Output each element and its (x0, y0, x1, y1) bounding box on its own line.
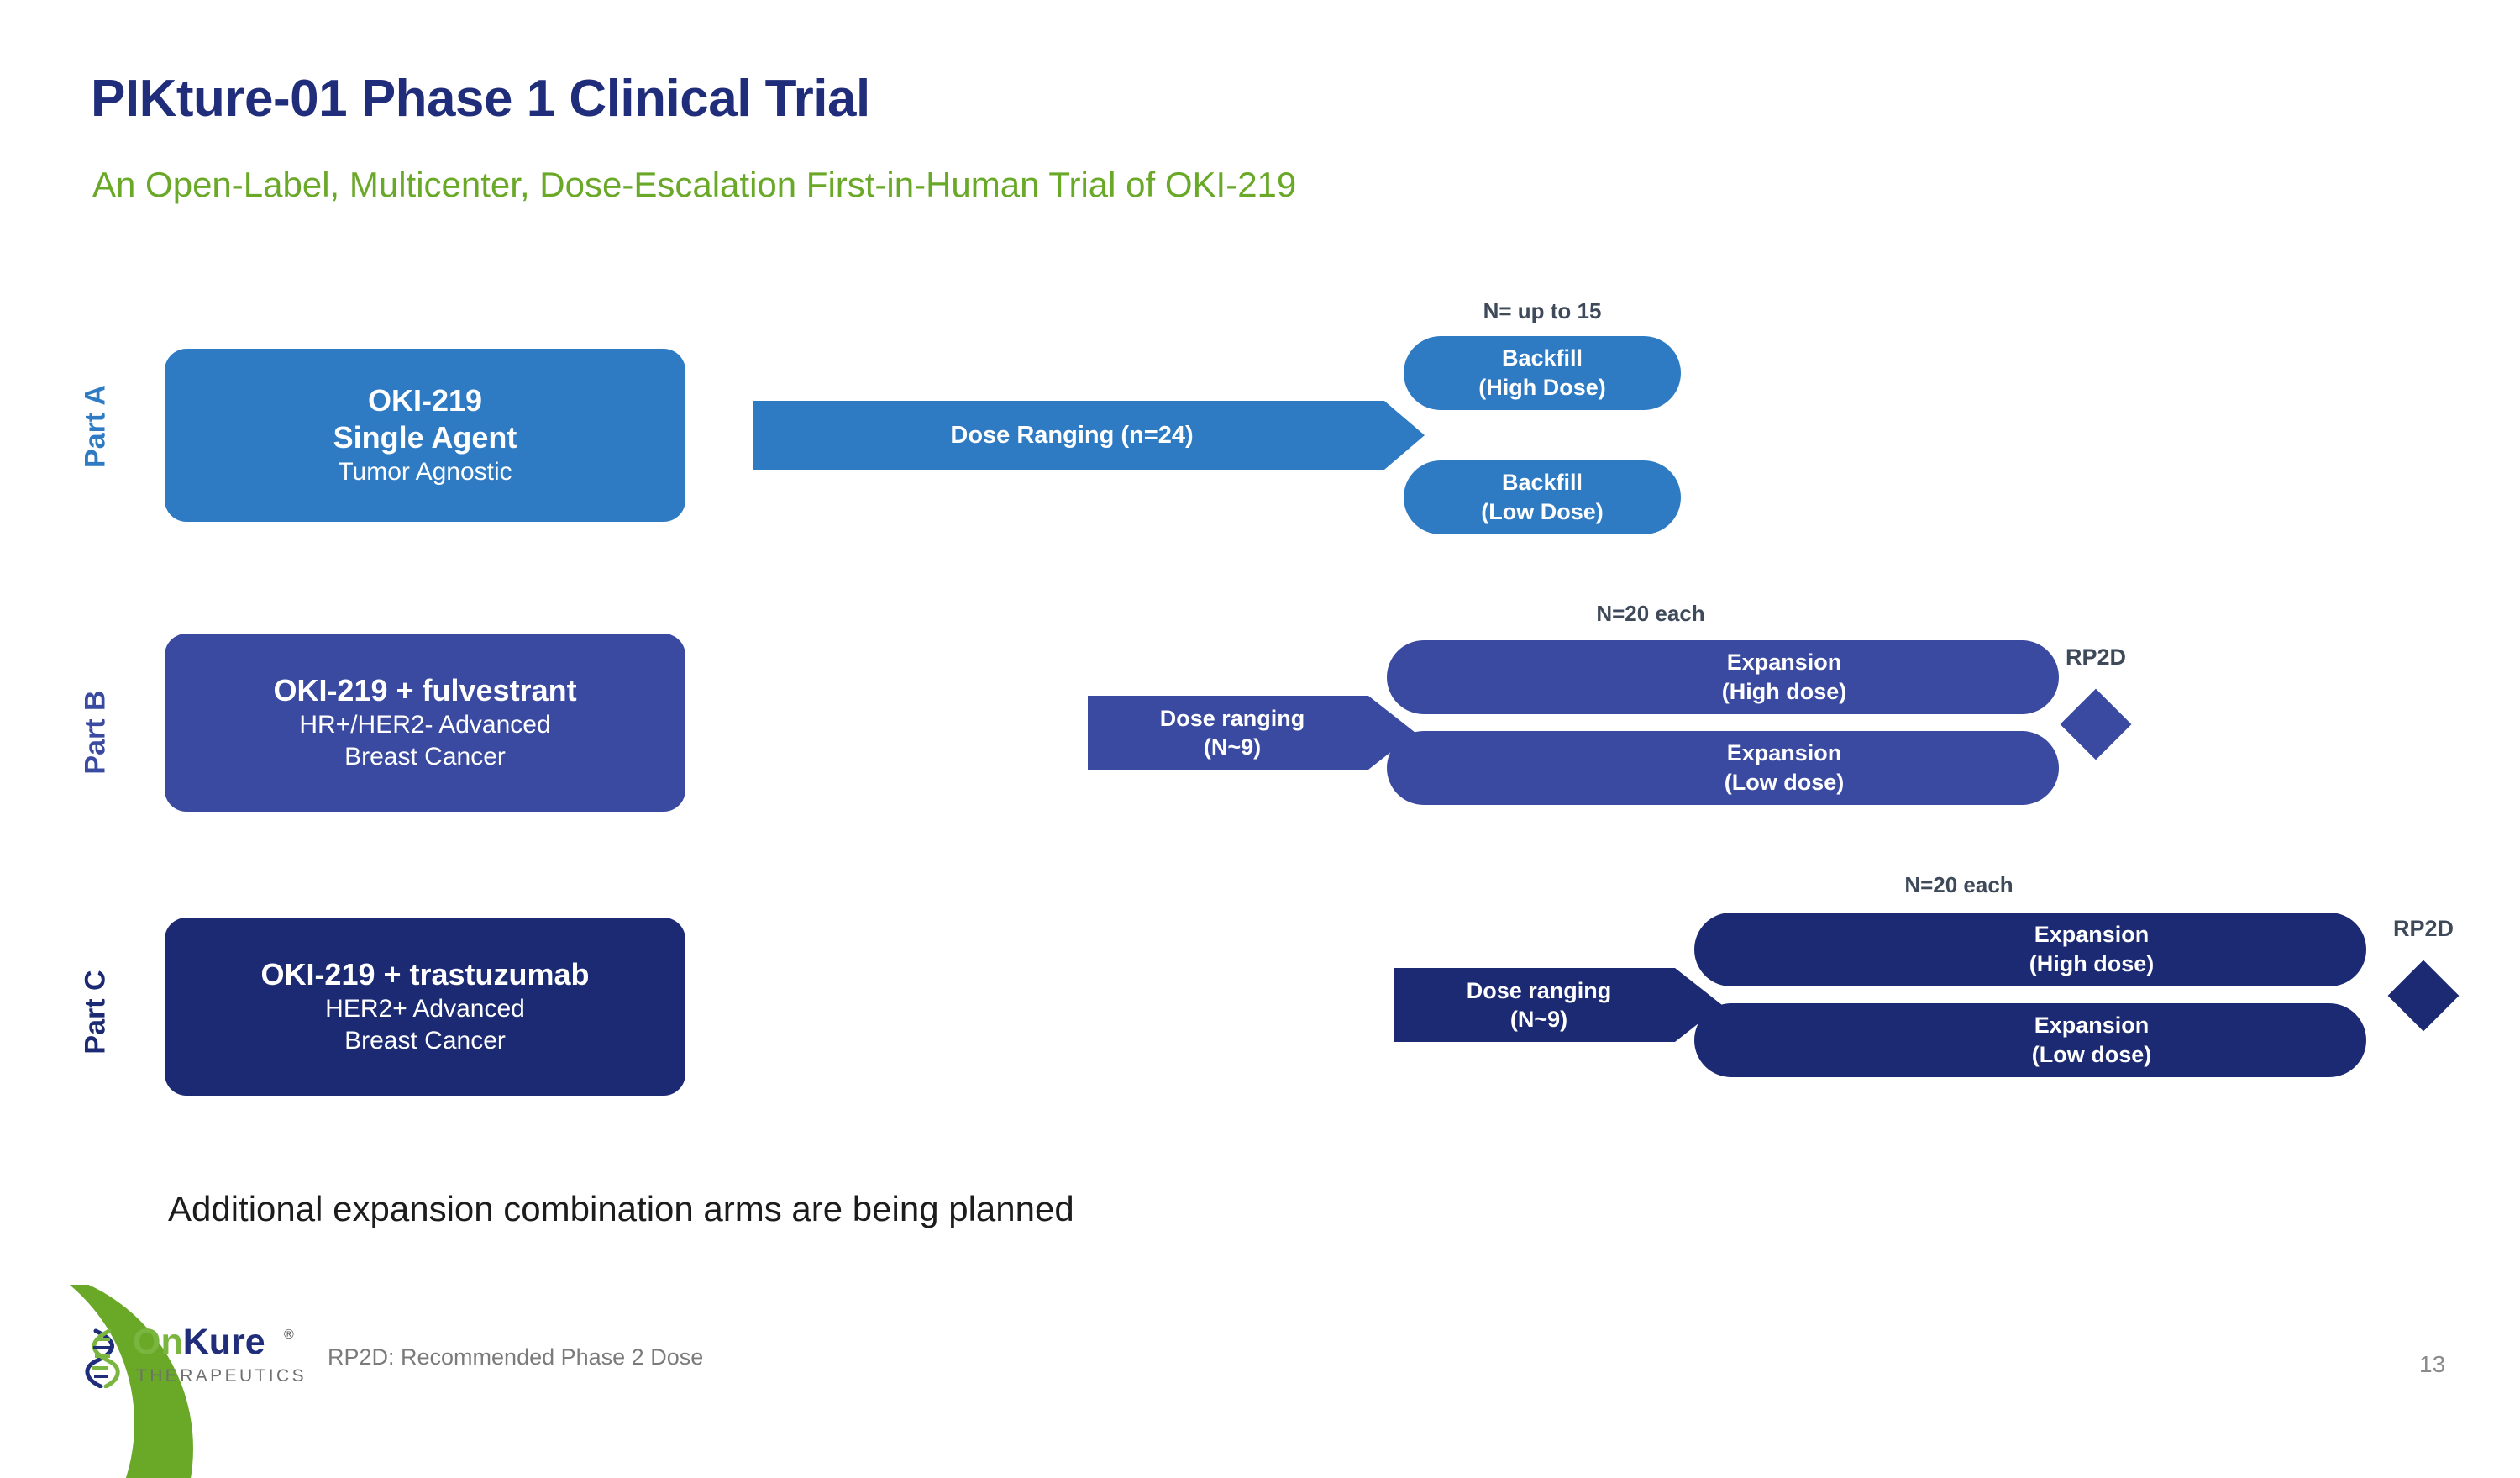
pill-b-high-line2: (High dose) (1721, 679, 1847, 704)
page-number: 13 (2419, 1351, 2446, 1377)
arm-box-part-b[interactable]: OKI-219 + fulvestrant HR+/HER2- Advanced… (165, 634, 685, 812)
logo-tagline: THERAPEUTICS (136, 1366, 307, 1386)
arm-box-part-a[interactable]: OKI-219 Single Agent Tumor Agnostic (165, 349, 685, 522)
expansion-low-dose-part-c[interactable]: Expansion (Low dose) (1694, 1003, 2366, 1077)
pill-b-low-line2: (Low dose) (1724, 770, 1845, 795)
rp2d-diamond-icon-part-b (2060, 688, 2132, 760)
pill-c-high-line2: (High dose) (2029, 951, 2155, 976)
arm-b-subtitle-line2: Breast Cancer (344, 742, 506, 771)
dose-ranging-arrow-part-a[interactable]: Dose Ranging (n=24) (753, 401, 1425, 470)
dose-arrow-b-line1: Dose ranging (1159, 705, 1305, 731)
dose-arrow-a-label: Dose Ranging (n=24) (950, 421, 1194, 449)
onkure-logo: OnKure ® THERAPEUTICS (84, 1324, 307, 1390)
pill-a-high-line2: (High Dose) (1478, 375, 1606, 400)
expansion-low-dose-part-b[interactable]: Expansion (Low dose) (1387, 731, 2059, 805)
logo-wordmark: OnKure (133, 1324, 265, 1360)
page-title: PIKture-01 Phase 1 Clinical Trial (91, 70, 870, 128)
arm-a-title-line2: Single Agent (333, 419, 517, 455)
arm-b-subtitle-line1: HR+/HER2- Advanced (299, 710, 551, 739)
part-a-label: Part A (79, 385, 112, 468)
part-c-label: Part C (79, 970, 112, 1055)
pill-c-low-line2: (Low dose) (2031, 1042, 2152, 1067)
expansion-high-dose-part-c[interactable]: Expansion (High dose) (1694, 913, 2366, 986)
pill-b-low-line1: Expansion (1726, 739, 1842, 765)
arm-a-title-line1: OKI-219 (367, 382, 483, 418)
pill-b-high-line1: Expansion (1726, 649, 1842, 675)
arm-c-subtitle-line2: Breast Cancer (344, 1026, 506, 1055)
n-caption-part-a: N= up to 15 (1483, 298, 1602, 323)
arm-c-title: OKI-219 + trastuzumab (260, 956, 590, 991)
arm-b-title: OKI-219 + fulvestrant (273, 672, 577, 707)
arm-c-subtitle-line1: HER2+ Advanced (325, 994, 525, 1023)
rp2d-diamond-icon-part-c (2387, 960, 2460, 1032)
logo-word-on: On (133, 1322, 183, 1362)
dna-helix-icon (85, 1328, 120, 1388)
dose-ranging-arrow-part-b[interactable]: Dose ranging (N~9) (1088, 696, 1415, 770)
pill-a-low-line2: (Low Dose) (1481, 499, 1604, 524)
dose-arrow-c-line1: Dose ranging (1466, 977, 1612, 1003)
abbreviation-footnote: RP2D: Recommended Phase 2 Dose (328, 1344, 704, 1370)
n-caption-part-b: N=20 each (1596, 601, 1705, 626)
page-subtitle: An Open-Label, Multicenter, Dose-Escalat… (92, 165, 1297, 204)
dose-arrow-c-line2: (N~9) (1509, 1007, 1568, 1032)
pill-a-low-line1: Backfill (1501, 469, 1583, 495)
arm-box-part-c[interactable]: OKI-219 + trastuzumab HER2+ Advanced Bre… (165, 918, 685, 1096)
rp2d-label-part-c: RP2D (2392, 916, 2454, 941)
logo-word-kure: Kure (182, 1322, 265, 1362)
backfill-low-dose-part-a[interactable]: Backfill (Low Dose) (1404, 460, 1681, 534)
planned-arms-note: Additional expansion combination arms ar… (168, 1189, 1074, 1228)
rp2d-label-part-b: RP2D (2065, 644, 2127, 670)
registered-trademark-icon: ® (284, 1328, 294, 1342)
n-caption-part-c: N=20 each (1904, 872, 2013, 897)
expansion-high-dose-part-b[interactable]: Expansion (High dose) (1387, 640, 2059, 714)
arm-a-subtitle: Tumor Agnostic (338, 457, 512, 486)
pill-c-low-line1: Expansion (2034, 1012, 2150, 1038)
backfill-high-dose-part-a[interactable]: Backfill (High Dose) (1404, 336, 1681, 410)
part-b-label: Part B (79, 690, 112, 775)
dose-arrow-b-line2: (N~9) (1203, 734, 1262, 760)
pill-a-high-line1: Backfill (1501, 345, 1583, 371)
dose-ranging-arrow-part-c[interactable]: Dose ranging (N~9) (1394, 968, 1722, 1042)
pill-c-high-line1: Expansion (2034, 921, 2150, 947)
